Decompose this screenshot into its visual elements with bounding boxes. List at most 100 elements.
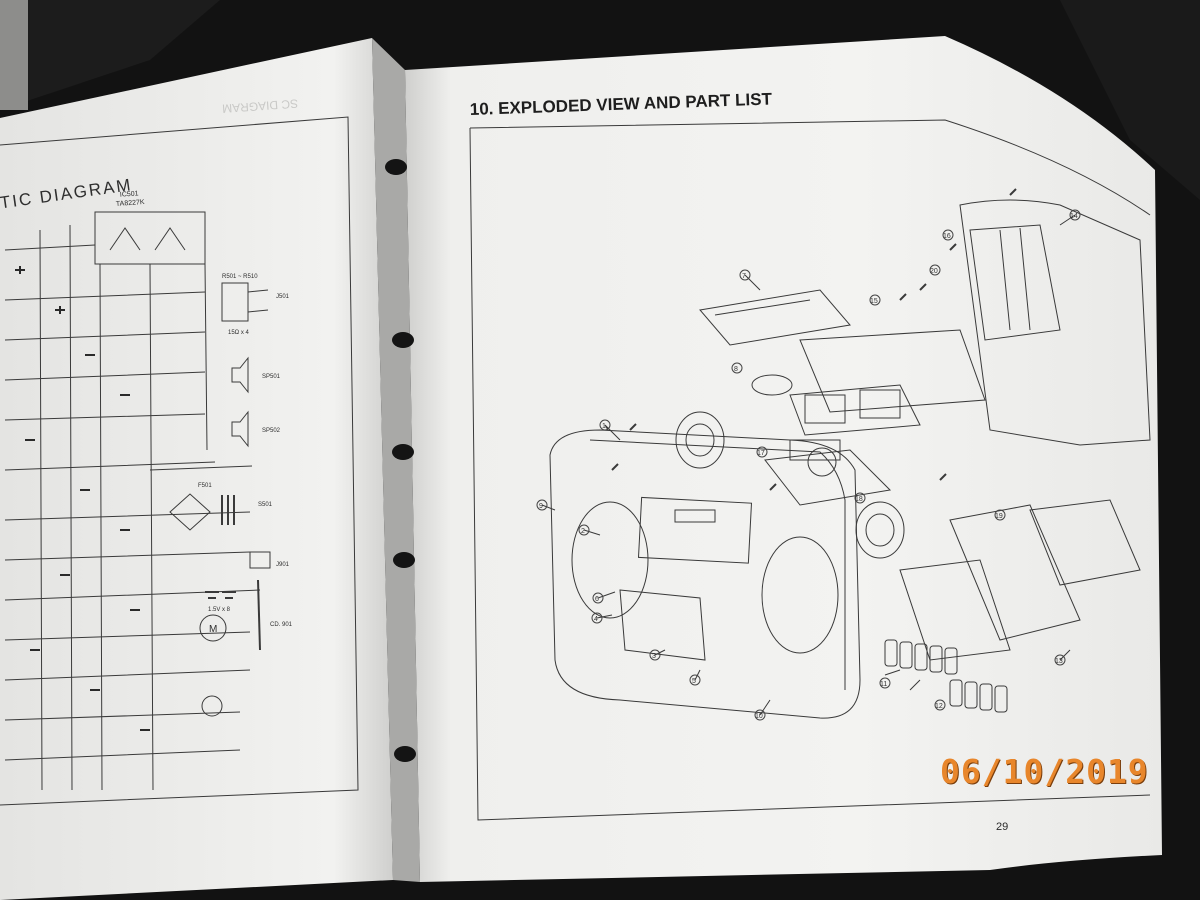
tape-head-block — [804, 394, 846, 424]
motor-symbol — [199, 614, 227, 642]
power-jack-symbol — [249, 551, 271, 569]
binder-hole — [394, 746, 416, 762]
switch-label: S501 — [258, 502, 273, 508]
cd-lid-edge — [714, 299, 811, 316]
callout-number: 3 — [652, 653, 656, 660]
callout-number: 4 — [594, 616, 598, 623]
schematic-frame — [0, 116, 359, 806]
speaker-1-label: SP501 — [262, 374, 281, 380]
callout-number: 2 — [581, 528, 585, 535]
speaker-2-label: SP502 — [262, 428, 281, 434]
ic-part-number: TA8227K — [116, 199, 145, 208]
exploded-view-drawing — [541, 188, 1151, 719]
book-gutter — [372, 38, 420, 882]
schematic-components — [15, 266, 150, 731]
binder-hole — [385, 159, 407, 175]
background-fold — [0, 0, 220, 110]
fuse-label: F501 — [198, 483, 212, 489]
callout-number: 8 — [734, 366, 738, 373]
background-object — [0, 0, 28, 110]
speaker-symbol — [231, 356, 249, 394]
callout-number: 1 — [602, 423, 606, 430]
cassette-window — [637, 496, 753, 564]
callout-number: 13 — [1055, 658, 1063, 665]
cd-lid — [699, 289, 851, 346]
resistor-range-label: R501 ~ R510 — [222, 274, 258, 280]
resistor-value-label: 15Ω x 4 — [228, 330, 249, 336]
rear-cabinet — [959, 199, 1151, 446]
callout-number: 11 — [880, 681, 887, 688]
resistor-bank — [221, 282, 249, 322]
bridge-rectifier — [169, 493, 211, 531]
cabinet-inner-edge — [589, 439, 846, 690]
screws — [611, 188, 1017, 491]
callout-number: 9 — [539, 503, 543, 510]
callout-number: 19 — [995, 513, 1003, 520]
schematic-wires — [4, 244, 261, 761]
resistor-leads — [247, 289, 269, 313]
motor-pulley — [751, 374, 793, 396]
speaker-driver — [675, 411, 725, 469]
tape-deck-mechanism — [789, 384, 921, 436]
cd-spindle — [807, 447, 837, 477]
speaker-cone — [685, 423, 715, 457]
callout-number: 5 — [692, 678, 696, 685]
speaker-cone — [865, 513, 895, 547]
battery-symbol — [205, 591, 236, 599]
ic-label: IC501 — [120, 190, 139, 198]
binder-hole — [392, 332, 414, 348]
part-callouts: 1 2 3 4 5 6 7 8 9 10 11 12 13 14 15 16 1… — [536, 209, 1081, 721]
tape-head-block — [859, 389, 901, 419]
schematic-diagram — [0, 116, 359, 806]
main-pcb — [949, 504, 1081, 641]
background-fold-right — [1060, 0, 1200, 200]
transformer — [221, 495, 235, 525]
callout-number: 12 — [935, 703, 943, 710]
transistor-symbol — [201, 695, 223, 717]
leader-lines — [541, 214, 1076, 716]
cd-pickup — [789, 439, 841, 461]
cd-mechanism-base — [764, 449, 892, 506]
cassette-door — [619, 589, 706, 661]
display-window — [674, 509, 716, 523]
control-board — [899, 559, 1011, 661]
button-row — [949, 679, 1008, 713]
callout-number: 16 — [943, 233, 951, 240]
binder-hole — [393, 552, 415, 568]
page-number: 29 — [996, 821, 1008, 833]
power-cord — [257, 579, 261, 651]
mechanism-plate — [799, 329, 986, 413]
button-row — [884, 639, 958, 675]
jack-label: J501 — [276, 294, 290, 300]
camera-date-stamp: 06/10/2019 — [940, 752, 1149, 791]
battery-slots — [999, 227, 1031, 331]
binder-hole — [392, 444, 414, 460]
callout-number: 18 — [855, 496, 863, 503]
sub-pcb — [1029, 499, 1141, 586]
speaker-driver — [855, 501, 905, 559]
callout-number: 7 — [742, 273, 746, 280]
cord-label: CD. 901 — [270, 622, 293, 628]
callout-number: 17 — [757, 450, 765, 457]
exploded-view-frame — [469, 127, 1151, 821]
mirrored-page-header: SC DIAGRAM — [222, 96, 299, 115]
callout-number: 20 — [930, 268, 938, 275]
amp-symbol — [154, 227, 186, 251]
battery-compartment — [969, 224, 1061, 341]
front-cabinet — [549, 429, 861, 719]
power-jack-label: J901 — [276, 562, 290, 568]
callout-number: 14 — [1070, 213, 1078, 220]
motor-label: M — [209, 624, 217, 635]
speaker-grille-right — [761, 536, 839, 654]
binder-holes — [385, 159, 416, 762]
callout-number: 10 — [755, 713, 763, 720]
amp-symbol — [109, 227, 141, 251]
callout-number: 6 — [595, 596, 599, 603]
battery-label: 1.5V x 8 — [208, 607, 231, 613]
exploded-view-frame-top — [469, 119, 1151, 216]
callout-number: 15 — [870, 298, 878, 305]
speaker-grille-left — [571, 501, 649, 619]
speaker-symbol — [231, 410, 249, 448]
left-page — [0, 38, 393, 900]
